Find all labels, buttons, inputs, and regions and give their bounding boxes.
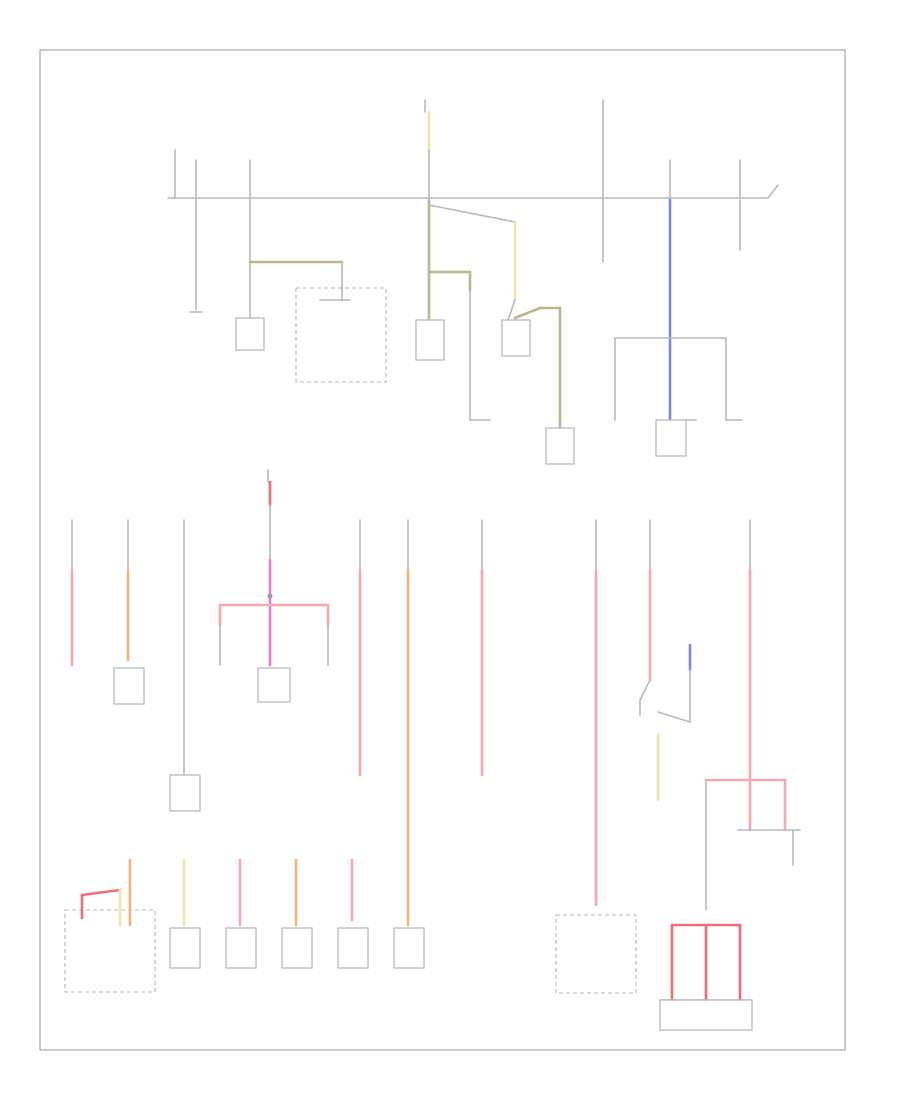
- module-dashed-box-1: [295, 287, 387, 383]
- component-box-9: [393, 927, 425, 969]
- branch-4-diagonal: [428, 204, 516, 223]
- component-box-4: [545, 427, 575, 465]
- power-source-middle: [267, 469, 272, 561]
- switch-symbol: [639, 679, 651, 701]
- fuse-bus-end: [767, 184, 779, 199]
- component-box-5: [655, 419, 687, 457]
- branch-4-olive-link: [513, 306, 542, 320]
- component-box-6: [113, 667, 145, 705]
- component-box-2: [415, 319, 445, 361]
- bottom-row-components: [64, 858, 369, 993]
- module-dashed-box-2: [555, 914, 637, 994]
- component-box-7: [169, 774, 201, 812]
- component-box-1: [235, 317, 265, 351]
- component-box-8: [257, 667, 291, 703]
- power-source-top-left: [424, 99, 431, 201]
- fuse-drops-middle: [71, 519, 751, 571]
- module-dashed-box-3: [64, 909, 156, 993]
- component-box-3: [501, 319, 531, 357]
- diagram-frame: [39, 49, 846, 1051]
- bottom-right-module: [659, 923, 753, 1031]
- fuse-drops-top: [174, 149, 741, 199]
